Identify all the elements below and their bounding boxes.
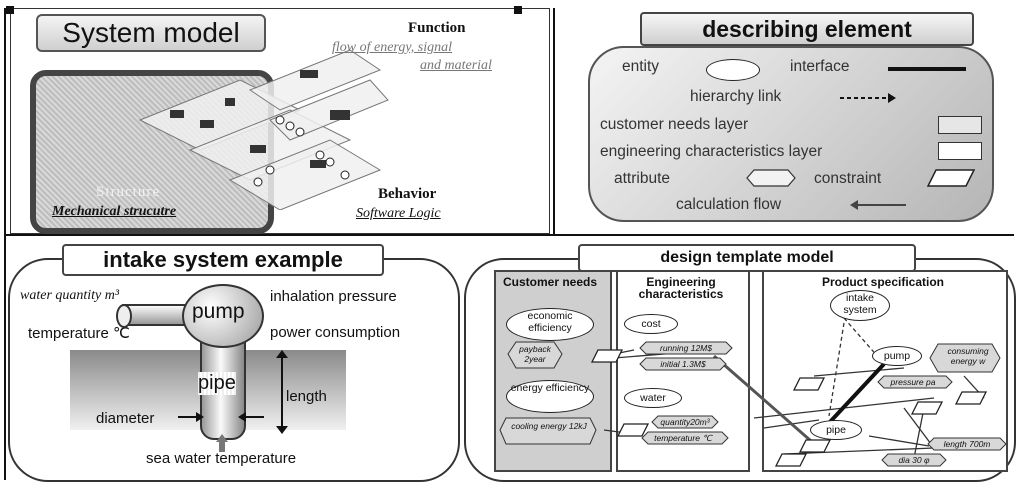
- consuming-energy-attribute: consuming energy w: [947, 346, 989, 366]
- length-arrow: [276, 350, 288, 434]
- temperature-attribute: temperature ℃: [654, 433, 712, 443]
- temperature-label: temperature ℃: [28, 325, 130, 342]
- describing-element-panel: [588, 46, 994, 222]
- cooling-energy-attribute: cooling energy 12kJ: [511, 421, 587, 431]
- running-attribute: running 12M$: [660, 343, 712, 353]
- customer-needs-layer-symbol: [938, 116, 982, 134]
- customer-needs-header: Customer needs: [502, 275, 598, 289]
- diameter-label: diameter: [96, 410, 155, 427]
- intake-example-title: intake system example: [62, 244, 384, 276]
- energy-efficiency-node: energy efficiency: [506, 380, 594, 413]
- calculation-flow-label: calculation flow: [676, 196, 782, 213]
- pump-shape: [182, 284, 264, 348]
- product-specification-header: Product specification: [821, 275, 945, 289]
- layer-stack-illustration: [138, 50, 389, 210]
- engineering-characteristics-layer-label: engineering characteristics layer: [600, 143, 823, 160]
- water-node: water: [624, 388, 682, 408]
- attribute-label: attribute: [614, 170, 671, 187]
- calculation-flow-symbol: [850, 200, 906, 210]
- hierarchy-link-label: hierarchy link: [690, 88, 782, 105]
- intake-system-node: intake system: [830, 290, 890, 321]
- pump-node: pump: [872, 346, 922, 366]
- template-attributes: [499, 341, 1007, 467]
- attribute-symbol: [746, 169, 796, 187]
- function-sublabel-line1: flow of energy, signal: [332, 40, 453, 55]
- length-label: length: [286, 388, 327, 405]
- behavior-label: Behavior: [378, 186, 437, 202]
- frame-divider-line: [553, 8, 555, 234]
- pump-label: pump: [192, 300, 245, 323]
- structure-sublabel: Mechanical strucutre: [52, 204, 177, 219]
- describing-element-title: describing element: [640, 12, 974, 46]
- sea-water-temperature-label: sea water temperature: [146, 450, 297, 467]
- dia-attribute: dia 30 φ: [898, 455, 930, 465]
- hierarchy-link-symbol: [840, 93, 896, 103]
- customer-needs-layer-label: customer needs layer: [600, 116, 749, 133]
- pressure-attribute: pressure pa: [890, 377, 936, 387]
- frame-middle-line: [6, 234, 1014, 236]
- power-consumption-label: power consumption: [270, 324, 401, 341]
- function-label: Function: [408, 20, 466, 36]
- quantity-attribute: quantity20m³: [660, 417, 710, 427]
- template-constraints: [590, 349, 988, 467]
- sea-water-arrow: [216, 434, 228, 452]
- outlet-pipe-end: [116, 304, 132, 328]
- structure-label: Structure: [96, 184, 160, 200]
- frame-left-line: [4, 8, 6, 480]
- entity-label: entity: [622, 58, 660, 75]
- inhalation-pressure-label: inhalation pressure: [270, 288, 397, 305]
- initial-attribute: initial 1.3M$: [660, 359, 706, 369]
- pipe-label: pipe: [198, 372, 236, 395]
- water-quantity-label: water quantity m³: [20, 288, 120, 303]
- pipe-node: pipe: [810, 420, 862, 440]
- constraint-label: constraint: [814, 170, 882, 187]
- interface-symbol: [888, 67, 966, 71]
- payback-attribute: payback 2year: [519, 344, 551, 364]
- length-attribute: length 700m: [943, 439, 991, 449]
- diameter-arrows: [178, 412, 264, 422]
- corner-marker-left: [6, 6, 14, 14]
- behavior-sublabel: Software Logic: [356, 206, 441, 221]
- function-sublabel-line2: and material: [420, 58, 492, 73]
- corner-marker-right: [514, 6, 522, 14]
- interface-label: interface: [790, 58, 850, 75]
- economic-efficiency-node: economic efficiency: [506, 308, 594, 341]
- design-template-title: design template model: [578, 244, 916, 272]
- system-model-title: System model: [36, 14, 266, 52]
- engineering-characteristics-layer-symbol: [938, 142, 982, 160]
- cost-node: cost: [624, 314, 678, 334]
- entity-symbol: [706, 59, 760, 81]
- constraint-symbol: [926, 169, 976, 187]
- engineering-characteristics-header: Engineering characteristics: [638, 275, 724, 301]
